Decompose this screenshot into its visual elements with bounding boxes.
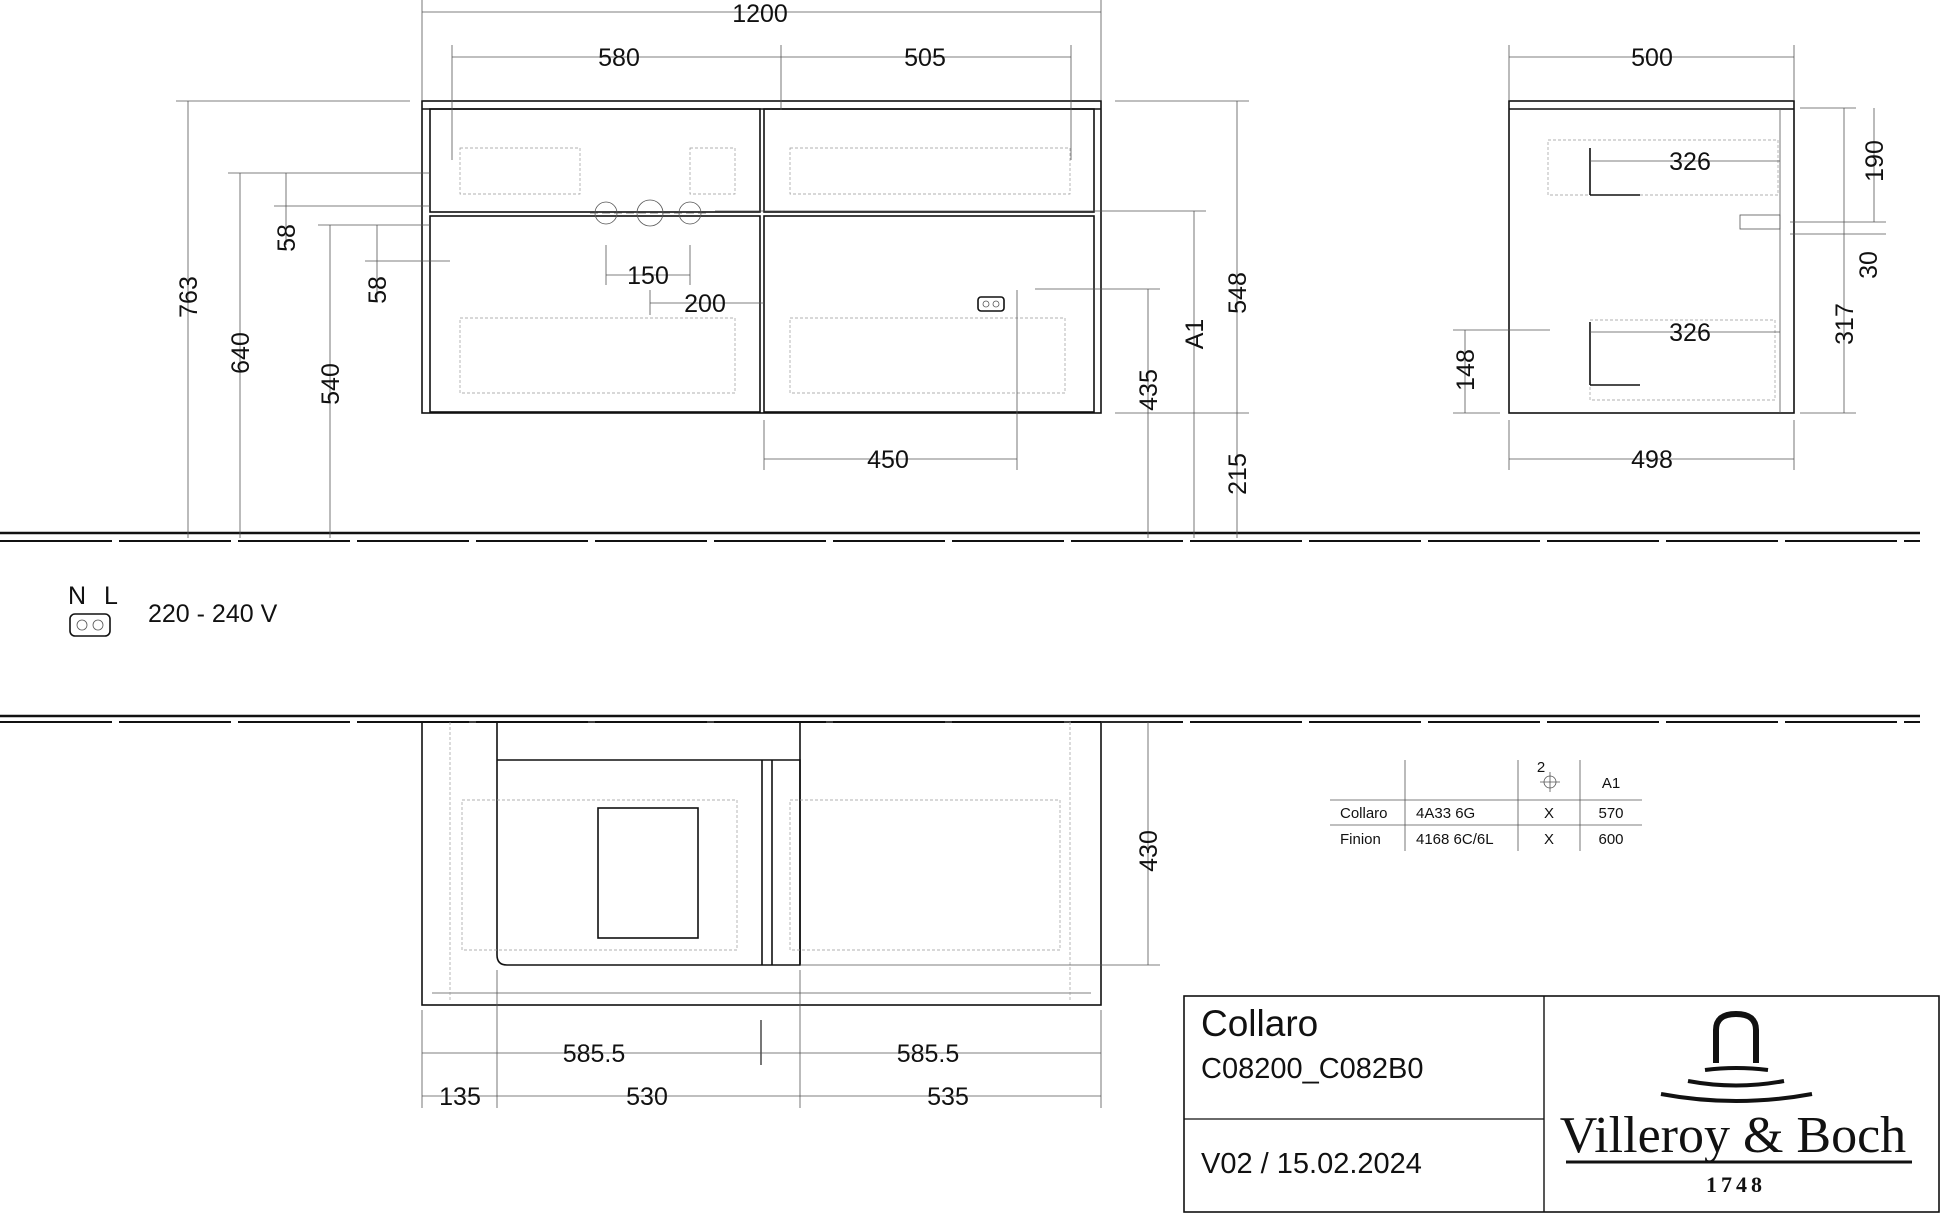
dim-535: 535 xyxy=(927,1083,969,1111)
plan-dimension-lines xyxy=(421,721,1160,1108)
dim-right-width: 505 xyxy=(904,44,946,72)
brand-year: 1748 xyxy=(1706,1172,1766,1197)
dim-317: 317 xyxy=(1831,303,1859,345)
live-label: L xyxy=(104,582,118,610)
version-date: V02 / 15.02.2024 xyxy=(1201,1148,1422,1180)
dim-left-width: 580 xyxy=(598,44,640,72)
dim-upper-drawer: 326 xyxy=(1669,148,1711,176)
front-socket-icon xyxy=(977,296,1005,312)
side-view-cabinet xyxy=(1508,100,1795,414)
dim-148: 148 xyxy=(1452,349,1480,391)
brand-name: Villeroy & Boch xyxy=(1560,1107,1906,1164)
row-mark: X xyxy=(1544,831,1554,848)
dim-total-width: 1200 xyxy=(732,0,788,28)
dim-depth-bottom: 498 xyxy=(1631,446,1673,474)
dim-half-left: 585.5 xyxy=(563,1040,626,1068)
floor-line-front xyxy=(0,531,1920,542)
table-row: Finion 4168 6C/6L X 600 xyxy=(1340,831,1624,848)
row-mark: X xyxy=(1544,805,1554,822)
plan-view-cabinet xyxy=(421,721,1102,1006)
dim-half-right: 585.5 xyxy=(897,1040,960,1068)
dim-lower-drawer: 326 xyxy=(1669,319,1711,347)
neutral-label: N xyxy=(68,582,86,610)
front-dimension-labels: 1200 580 505 763 640 540 58 58 150 200 4… xyxy=(175,0,1252,495)
row-a1: 600 xyxy=(1598,831,1623,848)
row-a1: 570 xyxy=(1598,805,1623,822)
crosshair-icon xyxy=(1540,772,1560,792)
compatibility-table: 2 A1 Collaro 4A33 6G X 570 Finion 4168 6… xyxy=(1330,759,1642,851)
dim-tap-offset: 200 xyxy=(684,290,726,318)
dim-socket-offset: 450 xyxy=(867,446,909,474)
dim-total-height: 763 xyxy=(175,276,203,318)
table-row: Collaro 4A33 6G X 570 xyxy=(1340,805,1624,822)
row-code: 4A33 6G xyxy=(1416,805,1475,822)
electrical-supply: N L 220 - 240 V xyxy=(68,582,278,637)
product-name: Collaro xyxy=(1201,1003,1318,1044)
dim-215: 215 xyxy=(1224,453,1252,495)
row-name: Collaro xyxy=(1340,805,1388,822)
dim-plan-depth: 430 xyxy=(1135,830,1163,872)
table-header-a1: A1 xyxy=(1602,775,1620,792)
dim-548: 548 xyxy=(1224,272,1252,314)
front-dimension-lines xyxy=(176,0,1249,538)
dim-58-a: 58 xyxy=(273,224,301,252)
dim-a1: A1 xyxy=(1181,319,1209,350)
title-block: Collaro C08200_C082B0 V02 / 15.02.2024 V… xyxy=(1183,995,1940,1213)
row-name: Finion xyxy=(1340,831,1381,848)
plan-dimension-labels: 430 585.5 585.5 135 530 535 xyxy=(439,830,1163,1111)
side-dimension-lines xyxy=(1453,45,1886,470)
dim-58-b: 58 xyxy=(364,276,392,304)
dim-depth-top: 500 xyxy=(1631,44,1673,72)
dim-530: 530 xyxy=(626,1083,668,1111)
dim-640: 640 xyxy=(227,332,255,374)
voltage-label: 220 - 240 V xyxy=(148,600,278,628)
dim-tap-spacing: 150 xyxy=(627,262,669,290)
table-header-2: 2 xyxy=(1537,759,1545,776)
row-code: 4168 6C/6L xyxy=(1416,831,1494,848)
dim-30: 30 xyxy=(1855,251,1883,279)
dim-socket-height: 435 xyxy=(1135,369,1163,411)
dim-540: 540 xyxy=(317,363,345,405)
article-number: C08200_C082B0 xyxy=(1201,1053,1424,1085)
dim-190: 190 xyxy=(1861,140,1889,182)
brand-logo: Villeroy & Boch 1748 xyxy=(1560,1010,1912,1197)
socket-icon xyxy=(69,613,111,637)
front-view-cabinet xyxy=(421,100,1102,414)
wall-line-plan xyxy=(0,714,1920,723)
dim-135: 135 xyxy=(439,1083,481,1111)
side-dimension-labels: 500 326 326 190 30 317 148 498 xyxy=(1452,44,1889,474)
